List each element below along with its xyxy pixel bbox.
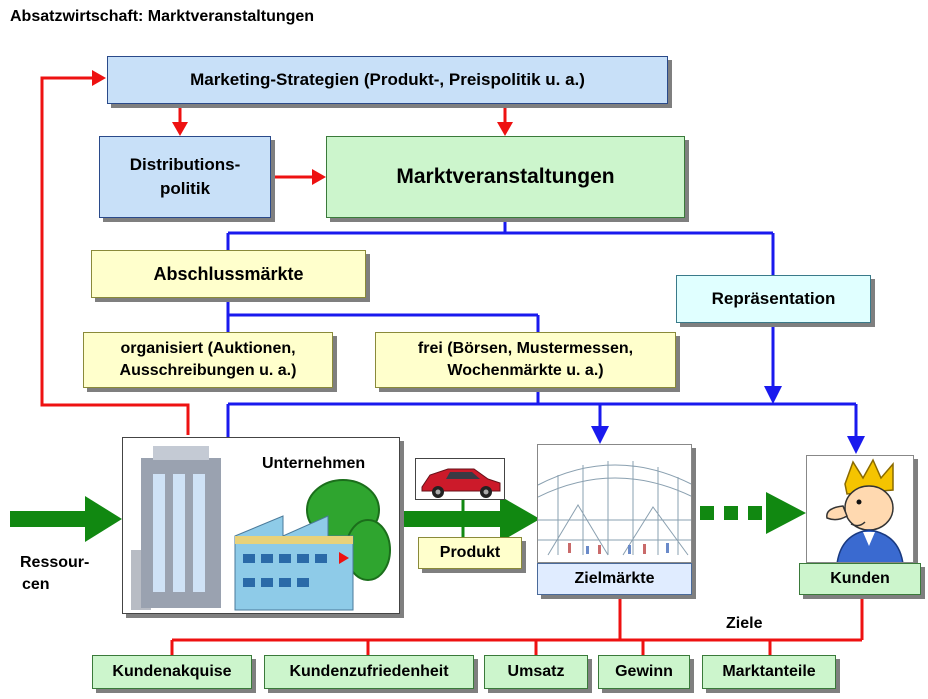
car-image	[415, 458, 505, 500]
zielmaerkte-label: Zielmärkte	[574, 570, 655, 587]
produkt-box: Produkt	[418, 537, 522, 569]
produkt-label: Produkt	[439, 544, 501, 561]
goal-label: Kundenzufriedenheit	[289, 663, 449, 680]
market-hall-icon	[538, 461, 691, 556]
goal-gewinn: Gewinn	[598, 655, 690, 689]
zielmaerkte-image	[537, 444, 692, 563]
ressourcen-label-line1: Ressour-	[20, 554, 90, 571]
marktveranstaltungen-label: Marktveranstaltungen	[396, 165, 615, 188]
marktveranstaltungen-box: Marktveranstaltungen	[326, 136, 685, 218]
goal-label: Gewinn	[615, 663, 673, 680]
strategien-box: Marketing-Strategien (Produkt-, Preispol…	[107, 56, 668, 104]
arrowhead-strategie-distribution	[172, 122, 188, 136]
goal-label: Umsatz	[507, 663, 565, 680]
arrowhead-distribution-marktveranstaltungen	[312, 169, 326, 185]
kunden-image	[806, 455, 914, 563]
goal-label: Marktanteile	[722, 663, 816, 680]
abschlussmaerkte-box: Abschlussmärkte	[91, 250, 366, 298]
arrowhead-zielmaerkte	[591, 426, 609, 444]
abschlussmaerkte-label: Abschlussmärkte	[153, 263, 304, 284]
frei-box: frei (Börsen, Mustermessen, Wochenmärkte…	[375, 332, 676, 388]
green-dotted-arrow	[700, 492, 806, 534]
distribution-label-line2: politik	[159, 179, 211, 198]
car-icon	[421, 468, 501, 498]
distribution-box: Distributions- politik	[99, 136, 271, 218]
goal-label: Kundenakquise	[112, 663, 232, 680]
organisiert-box: organisiert (Auktionen, Ausschreibungen …	[83, 332, 333, 388]
green-arrow-ressourcen	[10, 496, 122, 542]
strategien-label: Marketing-Strategien (Produkt-, Preispol…	[190, 70, 585, 89]
green-arrow-produkt	[402, 496, 540, 542]
customer-king-icon	[826, 458, 904, 562]
ziele-label: Ziele	[726, 615, 763, 632]
ressourcen-label-line2: cen	[22, 576, 50, 593]
repraesentation-label: Repräsentation	[711, 289, 836, 308]
goal-kundenzufriedenheit: Kundenzufriedenheit	[264, 655, 474, 689]
kunden-box: Kunden	[799, 563, 921, 595]
ressourcen-label: Ressour- cen	[20, 552, 89, 596]
goal-marktanteile: Marktanteile	[702, 655, 836, 689]
unternehmen-label: Unternehmen	[262, 455, 366, 472]
page-title: Absatzwirtschaft: Marktveranstaltungen	[10, 8, 315, 25]
blue-tree	[226, 217, 858, 440]
distribution-label-line1: Distributions-	[129, 155, 241, 174]
feedback-arrow	[40, 76, 190, 435]
arrowhead-repraesentation	[764, 386, 782, 404]
goal-umsatz: Umsatz	[484, 655, 588, 689]
feedback-arrowhead	[92, 70, 106, 86]
goal-tree	[170, 597, 864, 655]
frei-label-line2: Wochenmärkte u. a.)	[447, 362, 604, 379]
repraesentation-box: Repräsentation	[676, 275, 871, 323]
frei-label-line1: frei (Börsen, Mustermessen,	[417, 340, 634, 357]
kunden-label: Kunden	[830, 570, 890, 587]
arrowhead-strategie-marktveranstaltungen	[497, 122, 513, 136]
arrowhead-kunden	[847, 436, 865, 454]
zielmaerkte-box: Zielmärkte	[537, 563, 692, 595]
organisiert-label-line1: organisiert (Auktionen,	[120, 340, 296, 357]
goal-kundenakquise: Kundenakquise	[92, 655, 252, 689]
building-factory-icon	[131, 446, 391, 611]
unternehmen-box	[122, 437, 400, 614]
organisiert-label-line2: Ausschreibungen u. a.)	[119, 362, 297, 379]
